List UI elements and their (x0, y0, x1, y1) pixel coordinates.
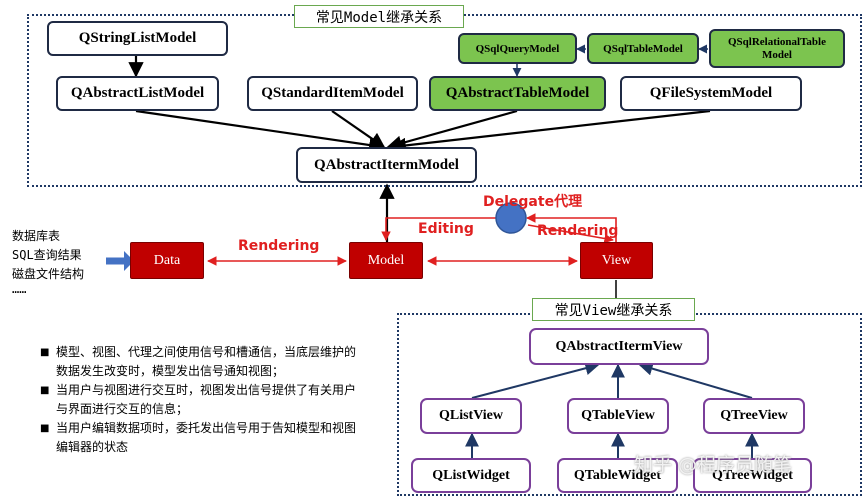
delegate-label: Delegate代理 (483, 194, 583, 210)
qtablewidget-node: QTableWidget (557, 458, 678, 493)
delegate-node (495, 202, 527, 234)
data-node: Data (130, 242, 204, 279)
qstandarditemmodel-node: QStandardItemModel (247, 76, 418, 111)
delegate-to-view-arrow (527, 224, 614, 244)
view-node: View (580, 242, 653, 279)
note-text: 模型、视图、代理之间使用信号和槽通信，当底层维护的数据发生改变时，模型发出信号通… (56, 345, 357, 378)
qlistview-node: QListView (420, 398, 522, 434)
note-item: ■当用户编辑数据项时，委托发出信号用于告知模型和视图编辑器的状态 (40, 419, 362, 457)
qsqltablemodel-node: QSqlTableModel (587, 33, 699, 64)
model-section-title: 常见Model继承关系 (294, 5, 464, 28)
source-db-table: 数据库表 (12, 229, 61, 243)
qfilesystemmodel-node: QFileSystemModel (620, 76, 802, 111)
rendering-right-label: Rendering (537, 223, 619, 239)
model-node: Model (349, 242, 423, 279)
notes-list: ■模型、视图、代理之间使用信号和槽通信，当底层维护的数据发生改变时，模型发出信号… (40, 343, 362, 457)
qtableview-node: QTableView (567, 398, 669, 434)
delegate-to-model-arrow (381, 217, 497, 241)
view-to-delegate-arrow (526, 213, 617, 242)
source-ellipsis: …… (12, 282, 27, 296)
view-section-title: 常见View继承关系 (532, 298, 695, 321)
qabstractitemmodel-node: QAbstractItermModel (296, 147, 477, 183)
qlistwidget-node: QListWidget (411, 458, 531, 493)
note-item: ■模型、视图、代理之间使用信号和槽通信，当底层维护的数据发生改变时，模型发出信号… (40, 343, 362, 381)
source-disk-files: 磁盘文件结构 (12, 267, 85, 281)
rendering-left-label: Rendering (238, 238, 320, 254)
note-text: 当用户编辑数据项时，委托发出信号用于告知模型和视图编辑器的状态 (56, 421, 357, 454)
note-item: ■当用户与视图进行交互时，视图发出信号提供了有关用户与界面进行交互的信息； (40, 381, 362, 419)
qabstractlistmodel-node: QAbstractListModel (56, 76, 219, 111)
source-sql-result: SQL查询结果 (12, 248, 82, 262)
qsqlrelationaltablemodel-node: QSqlRelationalTable Model (709, 29, 845, 68)
sql-inheritance-arrows (512, 44, 708, 77)
editing-label: Editing (418, 221, 474, 237)
qabstracttablemodel-node: QAbstractTableModel (429, 76, 606, 111)
qtreewidget-node: QTreeWidget (693, 458, 812, 493)
qsqlquerymodel-node: QSqlQueryModel (458, 33, 577, 64)
qabstractitemview-node: QAbstractItermView (529, 328, 709, 365)
watermark: 知乎 @程序员随笔 (634, 454, 793, 476)
qstringlistmodel-node: QStringListModel (47, 21, 228, 56)
qtreeview-node: QTreeView (703, 398, 805, 434)
note-text: 当用户与视图进行交互时，视图发出信号提供了有关用户与界面进行交互的信息； (56, 383, 357, 416)
model-inheritance-arrows (128, 55, 711, 154)
view-inheritance-arrows (465, 361, 759, 458)
